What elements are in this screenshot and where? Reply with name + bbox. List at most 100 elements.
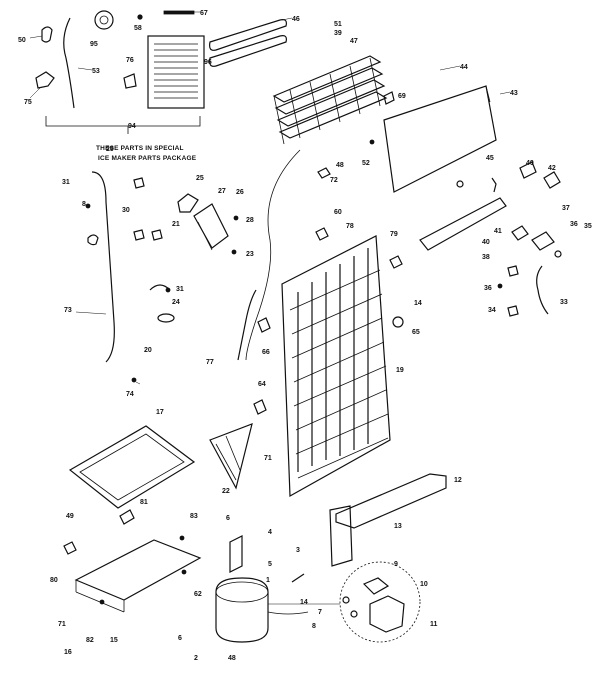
label-96: 96 (204, 59, 212, 66)
label-71a: 71 (264, 455, 272, 462)
label-36: 36 (570, 221, 578, 228)
label-35: 35 (584, 223, 592, 230)
package-note-line1: THESE PARTS IN SPECIAL (96, 145, 184, 152)
label-19: 19 (396, 367, 404, 374)
label-3: 3 (296, 547, 300, 554)
part-73-harness (91, 171, 115, 363)
label-6b: 6 (178, 635, 182, 642)
part-95-filter (94, 10, 114, 30)
label-37: 37 (562, 205, 570, 212)
label-40b: 40 (482, 239, 490, 246)
part-25-damper (177, 193, 199, 213)
label-14b: 14 (300, 599, 308, 606)
condenser-group (253, 227, 404, 498)
part-72-grommet (317, 167, 331, 179)
label-42: 42 (548, 165, 556, 172)
compressor-group (215, 535, 421, 643)
label-73: 73 (64, 307, 72, 314)
part-33-drain-hose (536, 265, 549, 315)
evaporator-group (245, 55, 561, 361)
label-31b: 31 (176, 286, 184, 293)
label-81: 81 (140, 499, 148, 506)
label-21: 21 (172, 221, 180, 228)
label-8b: 8 (312, 623, 316, 630)
label-36b: 36 (484, 285, 492, 292)
label-1: 1 (266, 577, 270, 584)
relay-detail-circle (339, 561, 421, 643)
label-80: 80 (50, 577, 58, 584)
part-11-overload (369, 595, 405, 633)
label-79: 79 (390, 231, 398, 238)
label-48b: 48 (228, 655, 236, 662)
label-26: 26 (236, 189, 244, 196)
label-12: 12 (454, 477, 462, 484)
part-22-defrost-heater (209, 423, 253, 490)
label-9: 9 (394, 561, 398, 568)
label-20: 20 (144, 347, 152, 354)
label-74: 74 (126, 391, 134, 398)
label-44: 44 (460, 64, 468, 71)
label-82: 82 (86, 637, 94, 644)
label-31a: 31 (62, 179, 70, 186)
part-75-valve (35, 71, 55, 89)
drain-pan-group (63, 423, 253, 613)
drain-parts-group (329, 197, 562, 567)
part-12-shield (335, 473, 447, 529)
part-36-cap (507, 265, 519, 277)
part-47-evaporator (272, 55, 388, 139)
label-58: 58 (134, 25, 142, 32)
label-94: 94 (128, 123, 136, 130)
label-60: 60 (334, 209, 342, 216)
label-22: 22 (222, 488, 230, 495)
part-96-instruction-sheet (147, 35, 205, 109)
part-69-clip (383, 91, 395, 105)
part-10-relay (362, 577, 390, 595)
label-39: 39 (334, 30, 342, 37)
label-76: 76 (126, 57, 134, 64)
label-47: 47 (350, 38, 358, 45)
label-71b: 71 (58, 621, 66, 628)
part-20-ring (157, 313, 175, 323)
label-43: 43 (510, 90, 518, 97)
package-note-line2: ICE MAKER PARTS PACKAGE (98, 155, 197, 162)
part-76-bracket (123, 73, 137, 89)
condenser-coil-serpentine (297, 248, 369, 472)
part-50-clip (41, 26, 53, 43)
part-67-bar (163, 10, 195, 15)
part-1-compressor (215, 577, 269, 643)
label-7: 7 (318, 609, 322, 616)
label-48: 48 (336, 162, 344, 169)
label-4: 4 (268, 529, 272, 536)
label-64: 64 (258, 381, 266, 388)
label-78: 78 (346, 223, 354, 230)
label-25: 25 (196, 175, 204, 182)
label-75: 75 (24, 99, 32, 106)
label-8: 8 (82, 201, 86, 208)
label-28: 28 (246, 217, 254, 224)
label-23: 23 (246, 251, 254, 258)
part-58-screw (137, 14, 143, 20)
label-53: 53 (92, 68, 100, 75)
part-14-tube (291, 573, 305, 583)
callout-labels: 50 95 58 67 46 53 76 96 75 94 51 39 47 4… (18, 10, 592, 662)
part-77-wire (237, 289, 257, 361)
part-42-thermostat (543, 171, 561, 189)
label-11: 11 (430, 621, 438, 628)
label-10: 10 (420, 581, 428, 588)
label-33: 33 (560, 299, 568, 306)
part-53-tube (63, 17, 75, 109)
part-21-duct (193, 203, 229, 249)
label-40: 40 (526, 160, 534, 167)
label-24: 24 (172, 299, 180, 306)
package-bracket (45, 116, 201, 127)
part-17-drain-pan (68, 425, 196, 509)
label-46: 46 (292, 16, 300, 23)
label-2: 2 (194, 655, 198, 662)
part-30-clip (133, 177, 145, 189)
label-65: 65 (412, 329, 420, 336)
label-95: 95 (90, 41, 98, 48)
label-30: 30 (122, 207, 130, 214)
label-50: 50 (18, 37, 26, 44)
